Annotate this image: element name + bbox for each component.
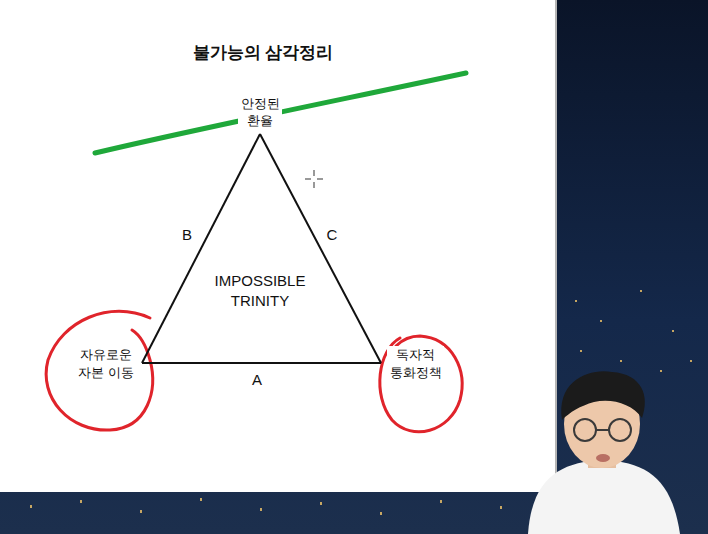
side-label: C [325,226,340,243]
vertex-text: 독자적 통화정책 [387,346,444,381]
vertex-text: 안정된 환율 [238,95,282,130]
red-circle [380,336,462,432]
triangle-side [142,134,260,363]
vertex-label: 안정된 환율 [236,94,284,131]
triangle-side [142,362,381,364]
slide-border [555,0,557,492]
vertex-label: 자유로운 자본 이동 [74,345,138,382]
vertex-label: 독자적 통화정책 [385,345,446,382]
center-label: IMPOSSIBLE TRINITY [200,271,320,310]
cursor-crosshair [305,170,323,188]
diagram-title: 불가능의 삼각정리 [193,41,334,64]
side-label: A [250,371,264,388]
slide [0,0,556,492]
side-label: B [180,226,194,243]
highlight-stroke [95,73,466,153]
red-circle [46,311,152,430]
vertex-text: 자유로운 자본 이동 [76,346,136,381]
triangle-side [260,134,381,363]
presenter [528,371,680,534]
